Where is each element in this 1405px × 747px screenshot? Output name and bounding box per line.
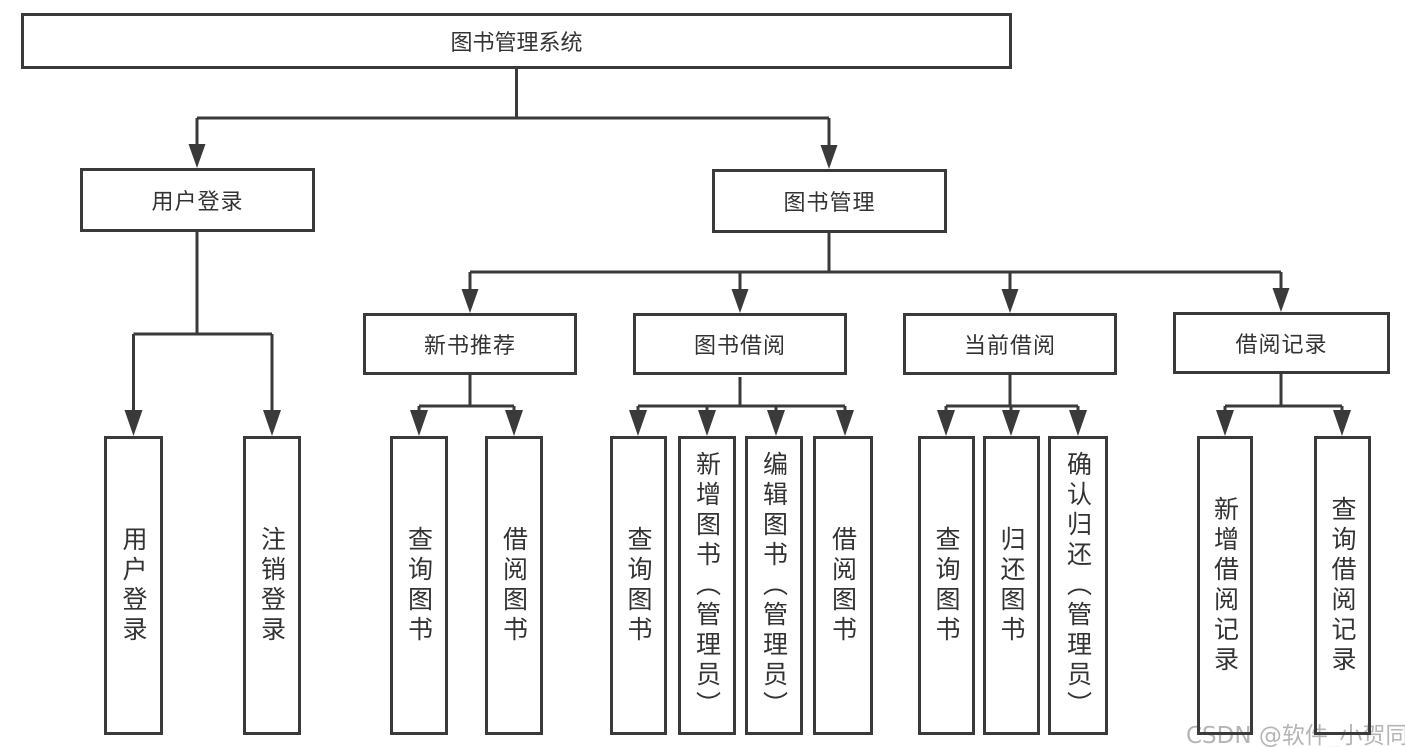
leaf-query-borrow-record: 查询借阅记录 — [1314, 436, 1371, 735]
node-library-management-system: 图书管理系统 — [21, 13, 1012, 69]
connector-borrow-record-children — [1216, 374, 1351, 436]
node-new-book-recommend: 新书推荐 — [363, 313, 577, 375]
node-borrow-record: 借阅记录 — [1173, 312, 1390, 374]
leaf-confirm-return-admin-label: 确认归还（管理员） — [1063, 450, 1093, 721]
leaf-borrow-books-recommend-label: 借阅图书 — [499, 525, 529, 646]
leaf-query-books-current-label: 查询图书 — [932, 525, 961, 646]
node-book-borrow-label: 图书借阅 — [693, 334, 786, 359]
connector-book-borrow-children — [629, 377, 854, 436]
leaf-logout: 注销登录 — [243, 436, 301, 735]
leaf-query-books-borrow-label: 查询图书 — [624, 525, 653, 646]
node-book-management: 图书管理 — [712, 169, 947, 233]
leaf-borrow-books-label: 借阅图书 — [828, 525, 858, 646]
leaf-add-borrow-record: 新增借阅记录 — [1197, 436, 1253, 735]
node-borrow-record-label: 借阅记录 — [1235, 333, 1328, 358]
node-book-borrow: 图书借阅 — [633, 313, 847, 375]
leaf-borrow-books: 借阅图书 — [813, 436, 873, 735]
leaf-query-books-recommend: 查询图书 — [390, 436, 448, 735]
leaf-query-books-borrow: 查询图书 — [610, 436, 667, 735]
leaf-confirm-return-admin: 确认归还（管理员） — [1048, 436, 1108, 735]
csdn-watermark: CSDN @软件_小贺同学 — [1186, 723, 1405, 747]
leaf-edit-books-admin-label: 编辑图书（管理员） — [759, 450, 789, 721]
connector-current-borrow-children — [937, 375, 1087, 436]
node-current-borrow-label: 当前借阅 — [963, 334, 1056, 359]
leaf-query-borrow-record-label: 查询借阅记录 — [1328, 495, 1357, 676]
connector-book-management-children — [461, 233, 1290, 313]
leaf-logout-label: 注销登录 — [257, 525, 287, 646]
connector-root-to-level2 — [188, 69, 838, 169]
leaf-add-books-admin-label: 新增图书（管理员） — [692, 450, 722, 721]
node-user-login-label: 用户登录 — [151, 190, 244, 215]
leaf-return-books-label: 归还图书 — [997, 525, 1026, 646]
leaf-user-login: 用户登录 — [104, 436, 163, 735]
node-book-management-label: 图书管理 — [783, 191, 876, 216]
leaf-add-borrow-record-label: 新增借阅记录 — [1210, 495, 1240, 676]
leaf-user-login-label: 用户登录 — [119, 525, 148, 646]
node-user-login: 用户登录 — [80, 168, 315, 232]
connector-new-book-recommend-children — [410, 375, 523, 436]
node-new-book-recommend-label: 新书推荐 — [423, 334, 516, 359]
connector-user-login-children — [124, 232, 281, 436]
leaf-query-books-current: 查询图书 — [918, 436, 975, 735]
leaf-add-books-admin: 新增图书（管理员） — [678, 436, 736, 735]
leaf-return-books: 归还图书 — [983, 436, 1040, 735]
node-library-management-system-label: 图书管理系统 — [450, 31, 583, 56]
leaf-query-books-recommend-label: 查询图书 — [404, 525, 434, 646]
leaf-borrow-books-recommend: 借阅图书 — [485, 436, 543, 735]
leaf-edit-books-admin: 编辑图书（管理员） — [745, 436, 803, 735]
node-current-borrow: 当前借阅 — [903, 313, 1117, 375]
